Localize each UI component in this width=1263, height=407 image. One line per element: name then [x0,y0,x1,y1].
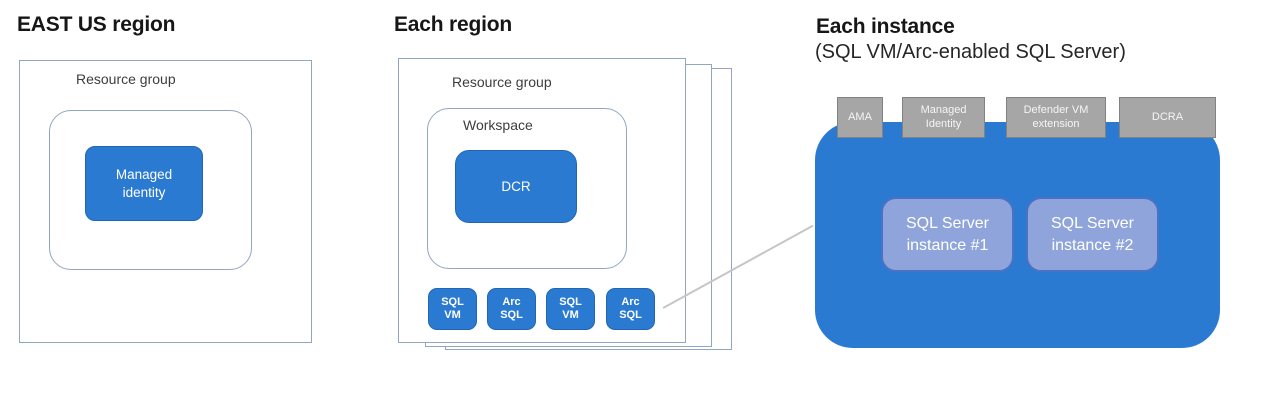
each-region-heading: Each region [394,13,512,36]
defender-vm-extension-box: Defender VM extension [1006,97,1106,138]
dcra-extension-box: DCRA [1119,97,1216,138]
workspace-label: Workspace [463,117,533,133]
managed-identity-box: Managed identity [85,146,203,221]
dcr-box: DCR [455,150,577,223]
ama-extension-box: AMA [837,97,883,138]
sql-server-instance-2-box: SQL Server instance #2 [1026,197,1159,272]
sql-vm-box-1: SQL VM [428,288,477,330]
east-us-resource-group-label: Resource group [76,71,176,87]
instance-host-box [815,122,1220,348]
sql-server-instance-1-box: SQL Server instance #1 [881,197,1014,272]
managed-identity-extension-box: Managed Identity [902,97,985,138]
sql-vm-box-2: SQL VM [546,288,595,330]
each-instance-subheading: (SQL VM/Arc-enabled SQL Server) [815,41,1126,63]
east-us-region-heading: EAST US region [17,13,176,36]
each-region-resource-group-label: Resource group [452,74,552,90]
arc-sql-box-1: Arc SQL [487,288,536,330]
arc-sql-box-2: Arc SQL [606,288,655,330]
each-instance-heading: Each instance [816,15,955,38]
